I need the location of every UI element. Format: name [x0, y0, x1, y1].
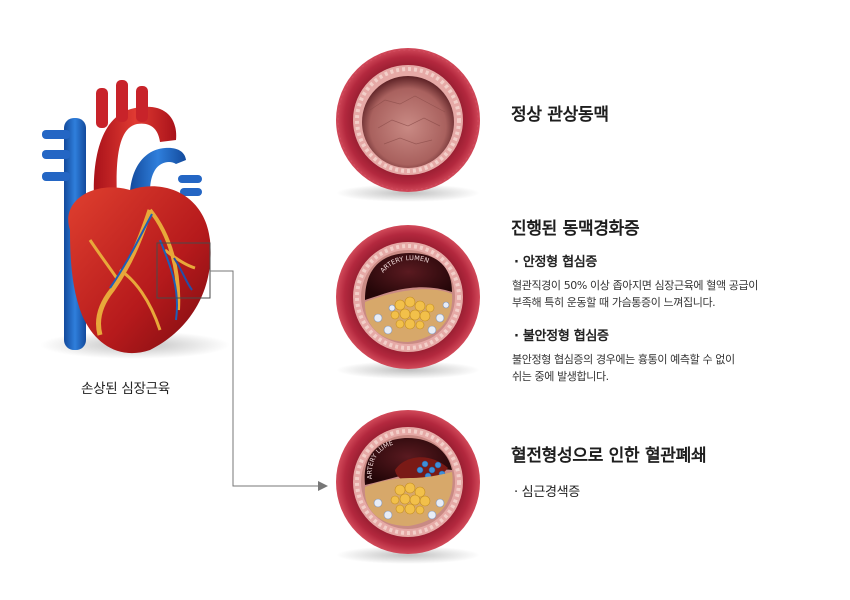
unstable-angina-heading: · 불안정형 협심증	[514, 329, 609, 344]
stable-angina-heading: · 안정형 협심증	[514, 255, 598, 270]
stable-angina-line-2: 부족해 특히 운동할 때 가슴통증이 느껴집니다.	[512, 296, 716, 309]
myocardial-infarction-heading: · 심근경색증	[514, 485, 580, 500]
artery-normal	[336, 48, 480, 202]
unstable-angina-line-1: 불안정형 협심증의 경우에는 흉통이 예측할 수 없이	[512, 353, 735, 366]
stage-3-title: 혈전형성으로 인한 혈관폐쇄	[511, 446, 707, 466]
artery-lumen	[365, 253, 452, 300]
damaged-heart-label: 손상된 심장근육	[81, 381, 170, 397]
heart-illustration	[40, 80, 230, 359]
stage-2-title: 진행된 동맥경화증	[511, 219, 640, 239]
heart-body	[68, 186, 211, 354]
connector-arrow	[210, 270, 328, 491]
stage-1-title: 정상 관상동맥	[511, 105, 609, 125]
unstable-angina-line-2: 쉬는 중에 발생합니다.	[512, 370, 609, 383]
artery-atherosclerosis: ARTERY LUMEN	[336, 225, 480, 379]
stable-angina-line-1: 혈관직경이 50% 이상 좁아지면 심장근육에 혈액 공급이	[512, 279, 758, 292]
